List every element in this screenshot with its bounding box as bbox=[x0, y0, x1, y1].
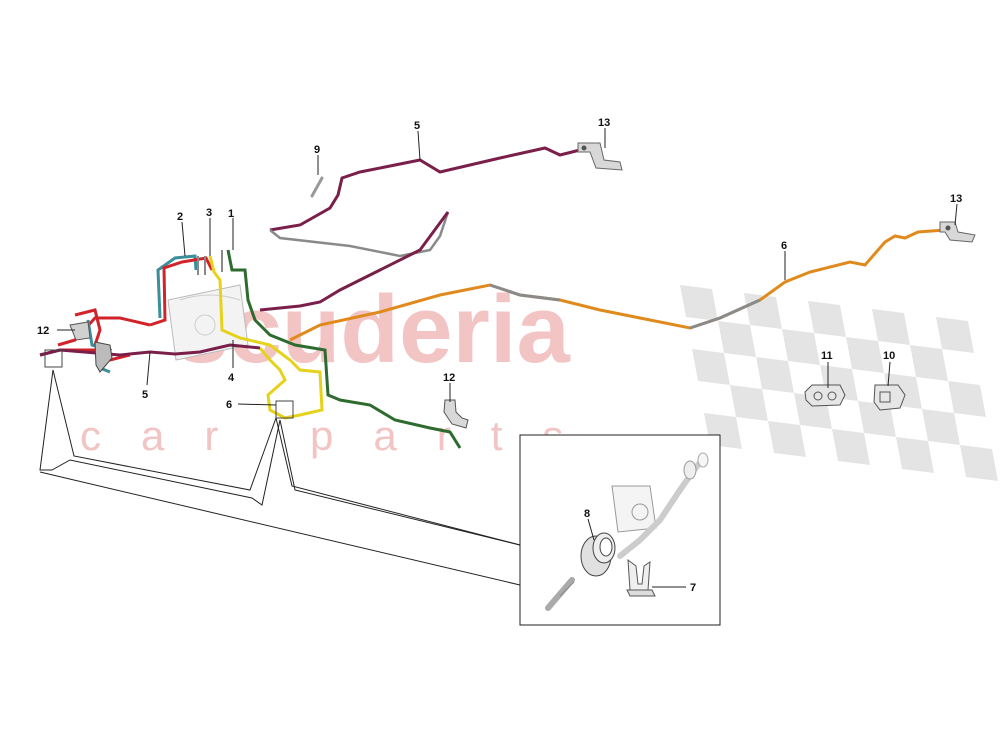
bracket-12-left bbox=[69, 321, 113, 373]
detail-connector-2 bbox=[52, 369, 521, 546]
callout-6-right: 6 bbox=[781, 240, 787, 252]
flag-cell bbox=[858, 401, 896, 437]
pin-part-9 bbox=[310, 176, 324, 198]
callout-13-right: 13 bbox=[950, 193, 962, 205]
callout-7: 7 bbox=[690, 582, 696, 594]
flag-cell bbox=[756, 357, 794, 393]
detail-connector-3 bbox=[39, 471, 521, 586]
detail-connector bbox=[39, 369, 521, 546]
callout-11: 11 bbox=[821, 350, 833, 362]
leader-lines bbox=[57, 128, 958, 588]
flag-cell bbox=[832, 429, 870, 465]
callout-10: 10 bbox=[883, 350, 895, 362]
flag-cell bbox=[808, 301, 846, 337]
flag-cell bbox=[910, 345, 948, 381]
flag-cell bbox=[936, 317, 974, 353]
watermark-subtitle: car parts bbox=[80, 412, 603, 459]
callout-5-upper: 5 bbox=[414, 120, 420, 132]
flag-cell bbox=[948, 381, 986, 417]
bracket-13-upper bbox=[577, 142, 623, 171]
callout-9: 9 bbox=[314, 144, 320, 156]
flag-cell bbox=[730, 385, 768, 421]
callout-5-lower: 5 bbox=[142, 389, 148, 401]
checkered-flag-icon bbox=[680, 285, 998, 481]
callout-1: 1 bbox=[228, 208, 234, 220]
flag-cell bbox=[922, 409, 960, 445]
flag-cell bbox=[718, 321, 756, 357]
brake-line-6-grey-segment-2 bbox=[689, 298, 761, 330]
callout-2: 2 bbox=[177, 211, 183, 223]
flag-cell bbox=[872, 309, 910, 345]
brake-line-1 bbox=[226, 249, 462, 449]
flag-cell bbox=[846, 337, 884, 373]
callout-6-left: 6 bbox=[226, 399, 232, 411]
master-cylinder-block bbox=[167, 284, 249, 361]
flag-cell bbox=[680, 285, 718, 321]
flag-cell bbox=[692, 349, 730, 385]
callout-labels: 1 2 3 4 5 5 6 6 7 8 9 10 11 12 12 13 13 bbox=[37, 117, 962, 594]
brake-line-5-connector bbox=[259, 211, 450, 312]
clip-10 bbox=[873, 384, 906, 411]
brake-line-3-loop bbox=[74, 308, 102, 346]
flag-cell bbox=[960, 445, 998, 481]
flag-cell bbox=[768, 421, 806, 457]
clip-11 bbox=[804, 384, 846, 407]
pipe-stubs bbox=[197, 250, 223, 275]
brake-line-5-upper-return bbox=[269, 211, 450, 258]
detail-marker-right bbox=[275, 400, 294, 419]
brake-line-6-grey-segment bbox=[489, 283, 561, 302]
callout-12-right: 12 bbox=[443, 372, 455, 384]
detail-marker-left bbox=[44, 349, 63, 368]
flag-cell bbox=[782, 329, 820, 365]
bracket-13-right bbox=[939, 221, 976, 243]
brake-line-5-lower bbox=[39, 343, 261, 357]
callout-4: 4 bbox=[228, 372, 235, 384]
flag-cell bbox=[896, 437, 934, 473]
watermark: scuderia car parts bbox=[80, 276, 998, 481]
bracket-12-right bbox=[443, 399, 469, 429]
callout-3: 3 bbox=[206, 207, 212, 219]
brake-line-4 bbox=[208, 255, 324, 420]
inset-assembly bbox=[545, 452, 709, 611]
callout-12-left: 12 bbox=[37, 325, 49, 337]
callout-8: 8 bbox=[584, 508, 590, 520]
brake-line-5-upper bbox=[269, 146, 581, 232]
callout-13-upper: 13 bbox=[598, 117, 610, 129]
